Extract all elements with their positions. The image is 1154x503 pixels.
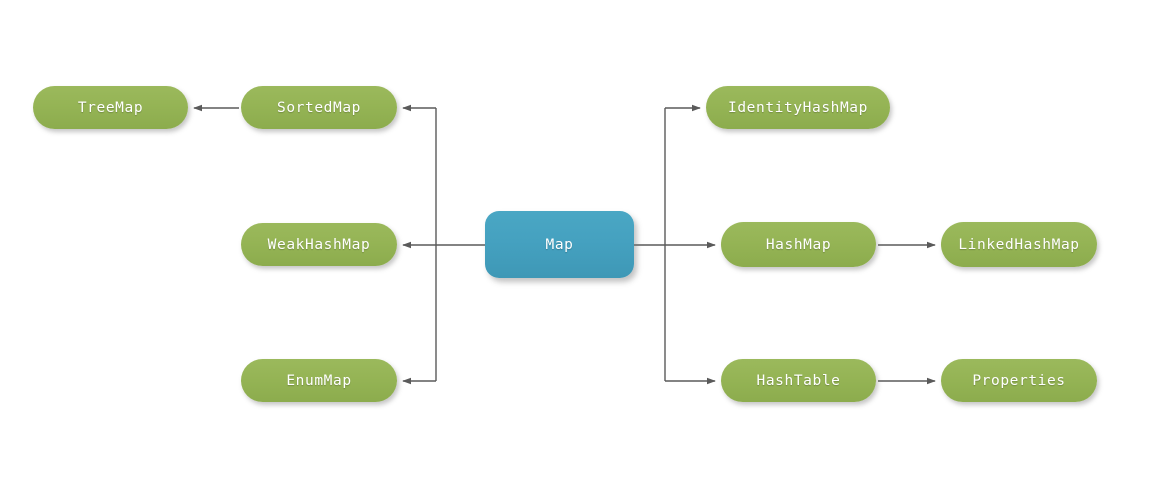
node-hashmap[interactable]: HashMap (721, 222, 876, 267)
node-hashmap-label: HashMap (765, 236, 832, 253)
node-linkedhashmap[interactable]: LinkedHashMap (941, 222, 1097, 267)
node-properties[interactable]: Properties (941, 359, 1097, 402)
node-hashtable[interactable]: HashTable (721, 359, 876, 402)
node-weakhashmap[interactable]: WeakHashMap (241, 223, 397, 266)
node-treemap-label: TreeMap (77, 99, 144, 116)
node-map-label: Map (545, 236, 574, 253)
node-linkedhashmap-label: LinkedHashMap (958, 236, 1080, 253)
node-identityhashmap[interactable]: IdentityHashMap (706, 86, 890, 129)
node-identityhashmap-label: IdentityHashMap (728, 99, 868, 116)
node-map[interactable]: Map (485, 211, 634, 278)
node-weakhashmap-label: WeakHashMap (267, 236, 371, 253)
node-enummap-label: EnumMap (286, 372, 352, 389)
node-hashtable-label: HashTable (756, 372, 841, 389)
node-sortedmap-label: SortedMap (277, 99, 361, 116)
node-enummap[interactable]: EnumMap (241, 359, 397, 402)
node-treemap[interactable]: TreeMap (33, 86, 188, 129)
node-properties-label: Properties (972, 372, 1066, 389)
node-sortedmap[interactable]: SortedMap (241, 86, 397, 129)
